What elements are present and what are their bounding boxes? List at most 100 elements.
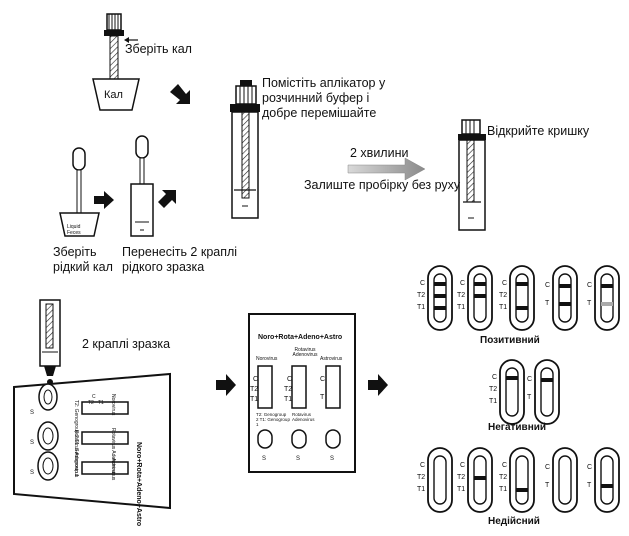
result-strip-line-label: T1 xyxy=(499,304,508,311)
tube-dripping xyxy=(39,299,61,385)
place-applicator-line-2: розчинний буфер і xyxy=(262,91,370,105)
result-strip-line xyxy=(601,484,613,488)
result-strip-line xyxy=(559,302,571,306)
cassette-large-well-s-3: S xyxy=(30,470,35,476)
cassette-large-title: Noro+Rota+Adeno+Astro xyxy=(135,442,142,527)
result-strip-line-label: T xyxy=(587,300,592,307)
result-strip-line xyxy=(474,282,486,286)
result-strip-line-label: C xyxy=(502,280,508,287)
result-strip-window xyxy=(505,367,519,417)
cassette-medium-well-s-2: S xyxy=(296,456,301,462)
cassette-large-sub-2: Rotavirus Adenovirus xyxy=(73,430,79,478)
result-strip-line-label: C xyxy=(545,464,551,471)
result-strip-line-label: T xyxy=(527,394,532,401)
result-strip-line-label: T xyxy=(545,300,550,307)
result-strip-line-label: T1 xyxy=(499,486,508,493)
result-strip-line-label: T xyxy=(587,482,592,489)
applicator-in-stool xyxy=(104,13,138,97)
cassette-medium-col-2: Rotavirus Adenovirus xyxy=(292,347,318,358)
result-strip-line xyxy=(474,294,486,298)
cassette-medium-col-3: Astrovirus xyxy=(320,356,343,362)
cassette-medium-c-1: C xyxy=(253,376,259,383)
leave-tube-label: Залиште пробірку без руху xyxy=(304,178,461,192)
result-strip-line-label: T2 xyxy=(457,292,466,299)
cassette-medium-col-1: Norovirus xyxy=(256,356,278,362)
result-strip-line xyxy=(506,376,518,380)
result-strip-line-label: C xyxy=(587,464,593,471)
result-strip-line-label: T1 xyxy=(457,304,466,311)
cassette-large-t2-label: T2 xyxy=(88,400,94,406)
result-strip-window xyxy=(558,455,572,505)
test-cassette-large xyxy=(13,372,171,510)
result-strip-line-label: C xyxy=(587,282,593,289)
result-strip-line-label: T1 xyxy=(457,486,466,493)
stool-container-label: Кал xyxy=(104,89,123,101)
result-strip-line-label: T2 xyxy=(417,292,426,299)
cassette-large-well-s-2: S xyxy=(30,440,35,446)
cassette-medium-sub-1: T2: Genogroup 2 T1: Genogroup 1 xyxy=(256,412,290,427)
arrow-right-to-cassette xyxy=(216,374,236,396)
test-cassette-medium xyxy=(248,313,356,473)
result-strip-line xyxy=(516,282,528,286)
cassette-medium-well-s-1: S xyxy=(262,456,267,462)
cassette-medium-c-2: C xyxy=(287,376,293,383)
result-strip-window xyxy=(515,273,529,323)
result-invalid-label: Недійсний xyxy=(488,516,540,527)
cassette-medium-t2-2: T2 xyxy=(284,386,293,393)
tube-with-applicator xyxy=(230,80,260,219)
result-strip-line xyxy=(559,284,571,288)
place-applicator-line-3: добре перемішайте xyxy=(262,106,377,120)
cassette-large-well-s-1: S xyxy=(30,410,35,416)
result-strip-line-label: C xyxy=(492,374,498,381)
pipette-in-liquid xyxy=(59,147,100,237)
cassette-medium-sub-2: Rotavirus Adenovirus xyxy=(292,412,315,422)
result-strip-line-label: C xyxy=(420,462,426,469)
result-strip-line-label: T1 xyxy=(417,304,426,311)
cassette-medium-t2-1: T2 xyxy=(250,386,259,393)
cassette-medium-title: Noro+Rota+Adeno+Astro xyxy=(258,334,343,341)
wait-time-label: 2 хвилини xyxy=(350,146,409,160)
result-strip-line xyxy=(541,378,553,382)
result-positive-label: Позитивний xyxy=(480,335,540,346)
result-strip-line-label: C xyxy=(420,280,426,287)
collect-liquid-line-2: рідкий кал xyxy=(53,260,113,274)
cassette-medium-t1-2: T1 xyxy=(284,396,293,403)
result-strip-window xyxy=(600,273,614,323)
stool-container xyxy=(92,78,140,111)
open-cap-label: Відкрийте кришку xyxy=(487,124,590,138)
result-strip-line-label: C xyxy=(502,462,508,469)
two-drops-label: 2 краплі зразка xyxy=(82,337,171,351)
result-negative-label: Негативний xyxy=(488,422,547,433)
cassette-large-col-1: Norovirus xyxy=(110,394,116,416)
result-strip-line xyxy=(434,306,446,310)
result-strip-window xyxy=(433,455,447,505)
result-strip-line xyxy=(434,282,446,286)
result-strip-window xyxy=(540,367,554,417)
result-strip-window xyxy=(515,455,529,505)
result-strip-line-label: T2 xyxy=(417,474,426,481)
result-strip-line-label: C xyxy=(527,376,533,383)
transfer-drops-line-2: рідкого зразка xyxy=(122,260,205,274)
result-strip-line-label: T2 xyxy=(499,292,508,299)
arrow-down-right-1 xyxy=(170,84,190,104)
result-strip-line-label: T2 xyxy=(489,386,498,393)
arrow-right-to-results xyxy=(368,374,388,396)
result-strip-line xyxy=(474,476,486,480)
collect-liquid-line-1: Зберіть xyxy=(53,245,97,259)
result-strip-window xyxy=(600,455,614,505)
result-strip-line-label: T2 xyxy=(499,474,508,481)
result-strip-line xyxy=(601,302,613,306)
result-strip-line xyxy=(601,284,613,288)
result-strip-line-label: T xyxy=(545,482,550,489)
result-strip-line xyxy=(434,294,446,298)
transfer-drops-line-1: Перенесіть 2 краплі xyxy=(122,245,238,259)
result-strip-line xyxy=(516,306,528,310)
result-strips xyxy=(427,265,620,513)
liquid-feces-label-1: Liquid xyxy=(67,224,81,230)
place-applicator-line-1: Помістіть аплікатор у xyxy=(262,76,386,90)
arrow-up-right-1 xyxy=(158,190,176,208)
cassette-medium-t1-1: T1 xyxy=(250,396,259,403)
cassette-medium-t-3: T xyxy=(320,394,325,401)
result-strip-line-label: T1 xyxy=(417,486,426,493)
